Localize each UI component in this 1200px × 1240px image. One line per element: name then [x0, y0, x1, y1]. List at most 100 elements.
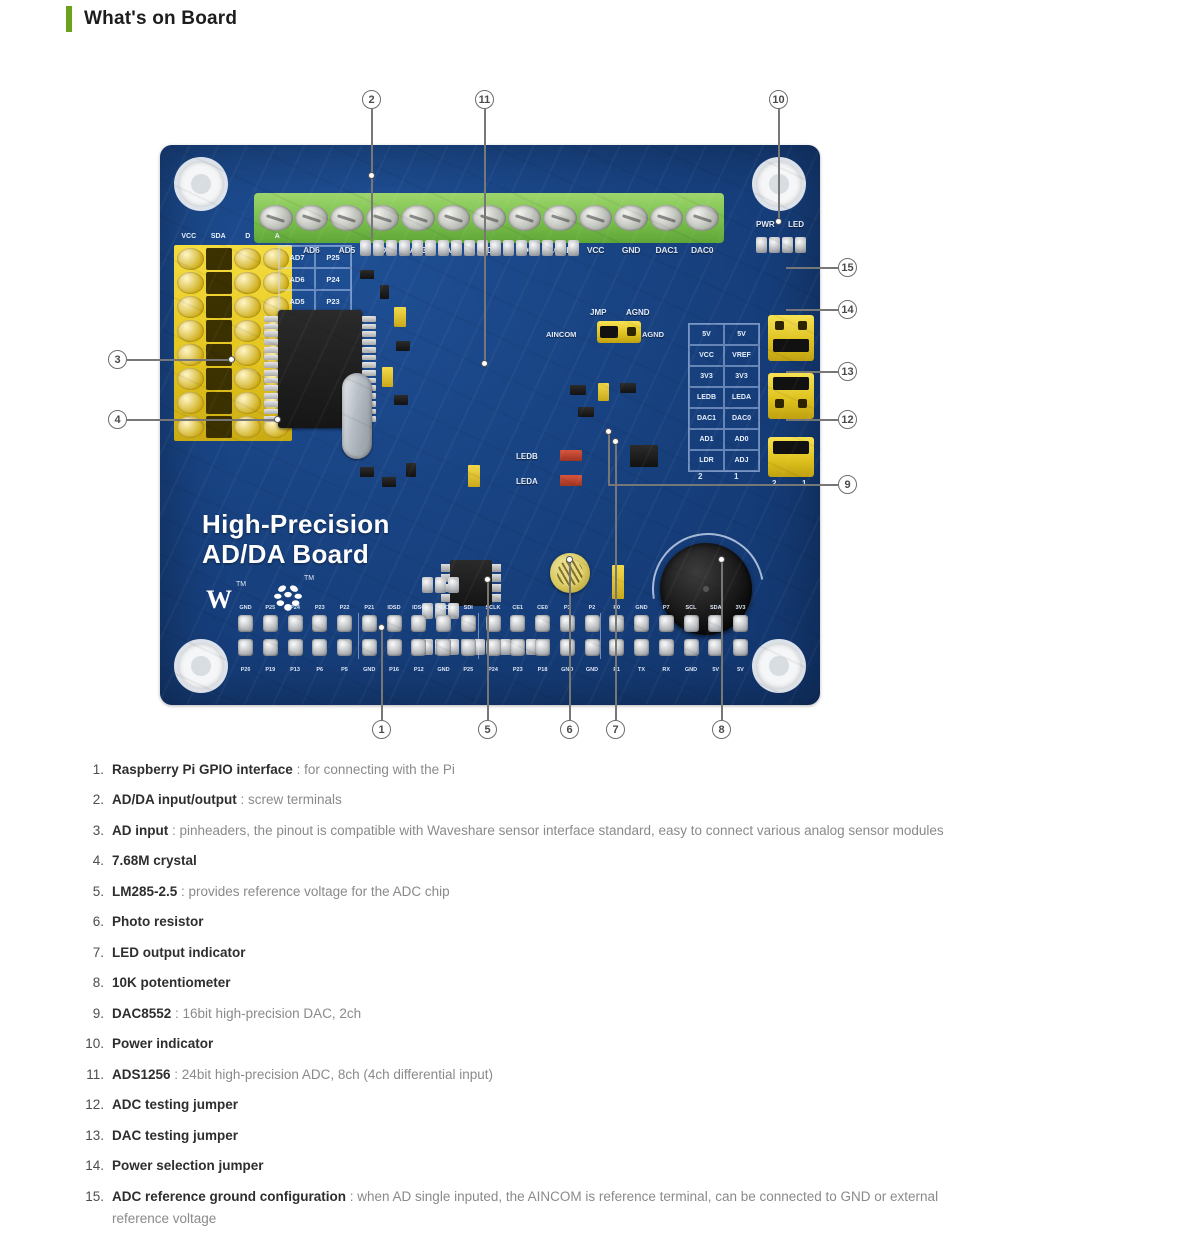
gpio-pin: [559, 639, 575, 656]
jmp-label: JMP: [590, 308, 607, 317]
silk-label: P25: [315, 246, 351, 268]
ad-input-pin: [177, 320, 204, 342]
gpio-pin-label: 3V3: [735, 605, 746, 611]
ad-input-pin: [205, 272, 232, 294]
terminal-screw: [685, 205, 719, 231]
gpio-pin-label: SDI: [463, 605, 473, 611]
legend-item-text: DAC8552 : 16bit high-precision DAC, 2ch: [112, 1006, 361, 1023]
legend-item: 3.AD input : pinheaders, the pinout is c…: [78, 823, 1148, 840]
screw-terminal-block: [254, 193, 724, 243]
gpio-pin-label: P5: [341, 667, 348, 673]
waveshare-logo: W: [206, 585, 232, 614]
legend-item-continuation: reference voltage: [112, 1211, 217, 1227]
smd-capacitor: [468, 465, 480, 487]
gpio-pin-label: P13: [290, 667, 300, 673]
legend-item: 13.DAC testing jumper: [78, 1128, 1148, 1145]
legend-item: 2. AD/DA input/output : screw terminals: [78, 792, 1148, 809]
legend-item-number: 15.: [85, 1188, 104, 1204]
legend-item-text: Photo resistor: [112, 914, 204, 931]
header-column-label: VCC: [181, 233, 197, 240]
ad-input-pin: [205, 392, 232, 414]
gpio-pin-label: P0: [613, 605, 621, 611]
legend-item-text: AD/DA input/output : screw terminals: [112, 792, 342, 809]
gpio-pin-label: P2: [588, 605, 596, 611]
rpi-tm: TM: [304, 575, 315, 582]
gpio-pin: [361, 639, 377, 656]
ad-input-pin: [205, 296, 232, 318]
legend-item: 12.ADC testing jumper: [78, 1097, 1148, 1114]
gpio-pin: [683, 615, 699, 632]
header-column-label: SDA: [210, 233, 226, 240]
legend-item: 11.ADS1256 : 24bit high-precision ADC, 8…: [78, 1067, 1148, 1084]
gpio-pin-label: SCL: [685, 605, 697, 611]
gpio-pin: [609, 615, 625, 632]
ad-input-pin: [234, 272, 261, 294]
gpio-pin: [287, 615, 303, 632]
legend-item-term: Photo resistor: [112, 914, 204, 930]
gpio-pin-label: GND: [635, 605, 648, 611]
agnd-right-label: AGND: [642, 330, 665, 339]
ad-input-pin: [177, 272, 204, 294]
gpio-pin-label: GND: [437, 667, 450, 673]
header-column-label: A: [274, 233, 280, 240]
pwr-label: PWR: [756, 220, 775, 229]
smd-component: [380, 285, 389, 299]
smd-component: [630, 445, 658, 467]
smd-component: [396, 341, 410, 351]
silk-label: VREF: [724, 345, 759, 366]
terminal-label: AD1: [480, 245, 498, 255]
legend-item: 5.LM285-2.5 : provides reference voltage…: [78, 884, 1148, 901]
gpio-pin-label: P18: [537, 667, 548, 673]
legend-item-number: 4.: [92, 853, 104, 869]
silk-label: 5V: [724, 324, 759, 345]
gpio-pin: [386, 615, 402, 632]
terminal-label: AD6: [303, 245, 320, 255]
gpio-pin-label: GND: [585, 667, 599, 673]
legend-item-term: LM285-2.5: [112, 883, 178, 899]
gpio-pin-label: TX: [637, 667, 646, 673]
legend-item-text: DAC testing jumper: [112, 1128, 238, 1145]
silk-label: LEDA: [724, 387, 759, 408]
ledb-label: LEDB: [516, 452, 538, 461]
gpio-pin: [683, 639, 699, 656]
header-accent-bar: [66, 6, 72, 32]
silk-label: AD1: [689, 429, 724, 450]
terminal-screw: [330, 205, 364, 231]
gpio-pin: [287, 639, 303, 656]
smd-component: [578, 407, 594, 417]
gpio-pin: [312, 639, 328, 656]
gpio-pin-label: P23: [512, 667, 523, 673]
smd-component: [382, 477, 396, 487]
legend-item-text: 10K potentiometer: [112, 975, 231, 992]
gpio-pin-label: P6: [316, 667, 324, 673]
legend-item: 8.10K potentiometer: [78, 975, 1148, 992]
gpio-pin: [238, 615, 253, 632]
gpio-pin: [658, 639, 674, 656]
leda-label: LEDA: [516, 477, 538, 486]
terminal-label: VCC: [586, 245, 605, 255]
gpio-pin: [411, 615, 427, 632]
smd-capacitor: [382, 367, 393, 387]
ad-input-pin: [177, 392, 204, 414]
terminal-screw: [436, 205, 471, 231]
smd-capacitor: [612, 565, 624, 599]
gpio-pin-label: P21: [364, 605, 375, 611]
legend-item-number: 2.: [92, 792, 104, 808]
gpio-pin: [708, 639, 724, 656]
gpio-pin-label: SCLK: [485, 605, 501, 611]
gpio-pin: [708, 615, 724, 632]
header-strip-mid: [422, 577, 459, 593]
terminal-screw: [507, 205, 542, 231]
power-selection-jumper: [768, 315, 814, 361]
legend-item-term: AD/DA input/output: [112, 792, 237, 808]
page-title: What's on Board: [84, 8, 238, 29]
ad-input-pin: [177, 296, 204, 318]
board-brand-title: High-Precision AD/DA Board: [202, 509, 390, 570]
mounting-hole: [178, 643, 224, 689]
terminal-label: AD5: [338, 245, 356, 255]
terminal-screw: [259, 205, 293, 231]
legend-item-number: 9.: [92, 1005, 104, 1021]
legend-item-text: LM285-2.5 : provides reference voltage f…: [112, 884, 450, 901]
gpio-pin: [238, 639, 253, 656]
